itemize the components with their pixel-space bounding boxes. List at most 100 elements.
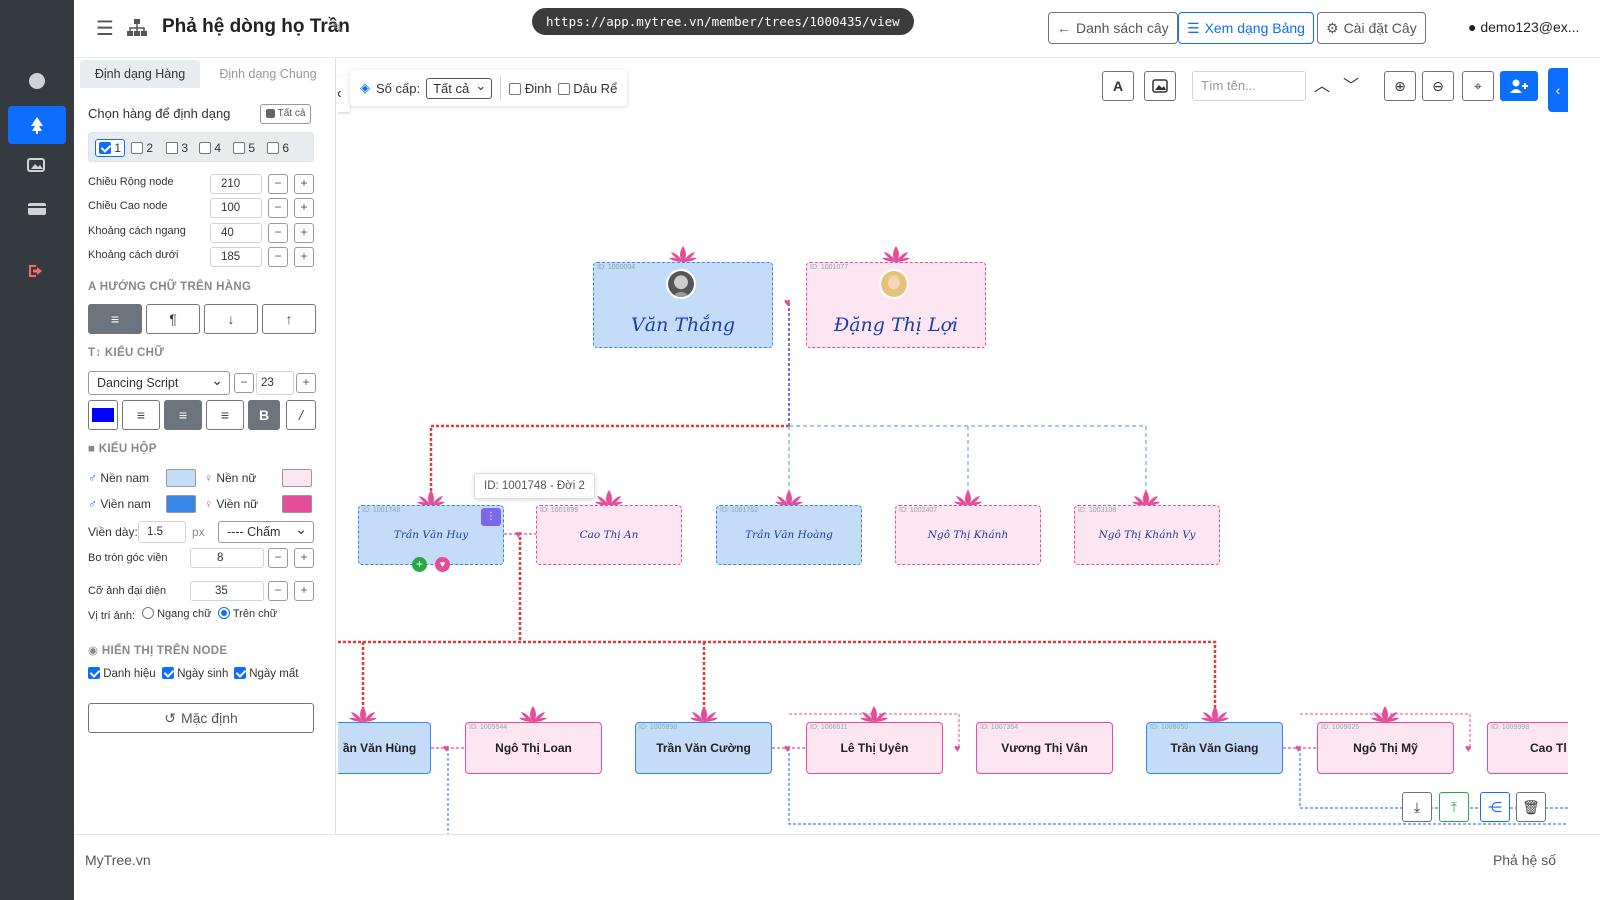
node-tran-van-giang[interactable]: ID: 1008050 Trần Văn Giang <box>1146 722 1283 774</box>
radius-plus[interactable]: + <box>294 548 314 568</box>
h-gap-input[interactable]: 40 <box>210 223 262 243</box>
avatar-size-input[interactable]: 35 <box>190 581 264 601</box>
female-bg-swatch[interactable] <box>282 469 312 487</box>
node-width-input[interactable]: 210 <box>210 174 262 194</box>
chevron-up-icon[interactable]: ︿ <box>1314 78 1331 95</box>
arrow-up-dir-button[interactable]: ↑ <box>262 304 316 334</box>
crosshair-button[interactable]: ⌖ <box>1462 71 1494 101</box>
radius-input[interactable]: 8 <box>190 548 264 568</box>
arrow-down-dir-button[interactable]: ↓ <box>204 304 258 334</box>
tab-general-format[interactable]: Định dạng Chung <box>219 67 317 81</box>
text-align-right-button[interactable]: ≡ <box>206 400 244 430</box>
upload-button[interactable]: ⤒ <box>1439 792 1469 822</box>
share-button[interactable]: ⋲ <box>1480 792 1510 822</box>
add-child-button[interactable]: + <box>412 557 427 572</box>
node-ngo-thi-khanh-vy[interactable]: ID: 1003108 Ngô Thị Khánh Vy <box>1074 505 1220 565</box>
node-cao-ti[interactable]: ID: 1009998 Cao Tl <box>1487 722 1568 774</box>
show-death-checkbox[interactable]: Ngày mất <box>234 667 298 680</box>
chevron-down-icon[interactable]: ﹀ <box>1343 78 1360 95</box>
add-spouse-button[interactable]: ♥ <box>435 557 450 572</box>
radius-minus[interactable]: − <box>268 548 288 568</box>
font-size-input[interactable]: 23 <box>256 371 294 395</box>
font-button[interactable]: A <box>1102 71 1134 101</box>
node-tran-van-hung[interactable]: ID: 1005522 ần Văn Hùng <box>338 722 431 774</box>
v-gap-plus[interactable]: + <box>294 247 314 267</box>
avatar-size-minus[interactable]: − <box>268 581 288 601</box>
row-3-checkbox[interactable]: 3 <box>166 141 188 155</box>
node-width-minus[interactable]: − <box>268 174 288 194</box>
circle-icon[interactable] <box>8 62 66 100</box>
font-family-select[interactable]: Dancing Script <box>88 369 230 395</box>
paragraph-dir-button[interactable]: ¶ <box>146 304 200 334</box>
reset-default-button[interactable]: ↺Mặc định <box>88 703 314 733</box>
node-ngo-thi-khanh[interactable]: ID: 1002407 Ngô Thị Khánh <box>895 505 1041 565</box>
select-all-button[interactable]: Tất cả <box>260 104 312 124</box>
text-align-left-button[interactable]: ≡ <box>122 400 160 430</box>
row-2-checkbox[interactable]: 2 <box>131 141 153 155</box>
show-birth-checkbox[interactable]: Ngày sinh <box>162 667 228 680</box>
user-menu[interactable]: ● demo123@ex... <box>1468 19 1580 35</box>
photo-pos-top-radio[interactable]: Trên chữ <box>218 607 277 620</box>
image-icon[interactable] <box>8 146 66 184</box>
node-van-thang[interactable]: ID: 1000004 Văn Thắng <box>593 262 773 348</box>
node-tran-van-cuong[interactable]: ID: 1005898 Trần Văn Cường <box>635 722 772 774</box>
pin-checkbox[interactable]: Đinh <box>509 81 552 96</box>
table-view-button[interactable]: ☰Xem dạng Bảng <box>1178 12 1314 44</box>
node-tran-van-huy[interactable]: ID: 1001748 Trần Văn Huy ⋮ <box>358 505 504 565</box>
right-panel-toggle[interactable]: ‹ <box>1548 68 1568 112</box>
node-le-thi-uyen[interactable]: ID: 1006511 Lê Thị Uyên <box>806 722 943 774</box>
text-align-center-button[interactable]: ≡ <box>164 400 202 430</box>
node-tran-van-hoang[interactable]: ID: 1001752 Trần Văn Hoàng <box>716 505 862 565</box>
male-border-swatch[interactable] <box>166 495 196 513</box>
tree-list-button[interactable]: ←Danh sách cây <box>1048 12 1178 44</box>
row-1-checkbox[interactable]: 1 <box>95 139 126 157</box>
font-color-picker[interactable] <box>88 400 118 430</box>
show-title-checkbox[interactable]: Danh hiệu <box>88 667 156 680</box>
node-width-plus[interactable]: + <box>294 174 314 194</box>
card-icon[interactable] <box>8 190 66 228</box>
bold-button[interactable]: B <box>248 400 280 430</box>
add-user-button[interactable] <box>1500 71 1538 101</box>
font-size-minus[interactable]: − <box>234 373 254 393</box>
menu-icon[interactable]: ☰ <box>96 18 114 40</box>
border-style-select[interactable]: ---- Chấm <box>218 519 314 543</box>
tree-icon[interactable] <box>8 106 66 144</box>
tree-settings-button[interactable]: ⚙Cài đặt Cây <box>1317 12 1426 44</box>
v-gap-minus[interactable]: − <box>268 247 288 267</box>
son-in-law-checkbox[interactable]: Dâu Rể <box>557 81 617 96</box>
align-left-dir-button[interactable]: ≡ <box>88 304 142 334</box>
photo-pos-horizontal-radio[interactable]: Ngang chữ <box>142 607 212 620</box>
collapse-panel-button[interactable]: ‹ <box>338 76 350 112</box>
row-4-checkbox[interactable]: 4 <box>199 141 221 155</box>
download-button[interactable]: ⤓ <box>1402 792 1432 822</box>
node-height-plus[interactable]: + <box>294 198 314 218</box>
logout-icon[interactable] <box>8 252 66 290</box>
node-vuong-thi-van[interactable]: ID: 1007354 Vương Thị Vân <box>976 722 1113 774</box>
node-ngo-thi-my[interactable]: ID: 1009025 Ngô Thị Mỹ <box>1317 722 1454 774</box>
node-height-input[interactable]: 100 <box>210 198 262 218</box>
node-dang-thi-loi[interactable]: ID: 1001077 Đặng Thị Lợi <box>806 262 986 348</box>
italic-button[interactable]: / <box>286 400 316 430</box>
row-5-checkbox[interactable]: 5 <box>233 141 255 155</box>
node-height-minus[interactable]: − <box>268 198 288 218</box>
node-ngo-thi-loan[interactable]: ID: 1005544 Ngô Thị Loan <box>465 722 602 774</box>
row-6-checkbox[interactable]: 6 <box>267 141 289 155</box>
node-menu-button[interactable]: ⋮ <box>481 508 501 526</box>
search-name-input[interactable]: Tìm tên... <box>1192 71 1306 101</box>
tab-row-format[interactable]: Định dạng Hàng <box>80 60 200 88</box>
pencil-icon[interactable]: ✎ <box>332 20 344 36</box>
h-gap-minus[interactable]: − <box>268 223 288 243</box>
female-border-swatch[interactable] <box>282 495 312 513</box>
zoom-in-button[interactable]: ⊕ <box>1384 71 1416 101</box>
h-gap-plus[interactable]: + <box>294 223 314 243</box>
border-width-input[interactable]: 1.5 <box>138 521 186 543</box>
font-size-plus[interactable]: + <box>296 373 316 393</box>
tree-canvas[interactable]: ♥ ♥ ♥ ♥ ♥ ♥ ♥ ‹ ◈ Số cấp: Tất cả⌄ Đinh D… <box>338 58 1568 834</box>
zoom-out-button[interactable]: ⊖ <box>1422 71 1454 101</box>
levels-select[interactable]: Tất cả⌄ <box>426 77 493 99</box>
node-cao-thi-an[interactable]: ID: 1001699 Cao Thị An <box>536 505 682 565</box>
trash-icon[interactable]: 🗑 <box>1516 792 1546 822</box>
image-button[interactable] <box>1144 71 1176 101</box>
v-gap-input[interactable]: 185 <box>210 247 262 267</box>
avatar-size-plus[interactable]: + <box>294 581 314 601</box>
